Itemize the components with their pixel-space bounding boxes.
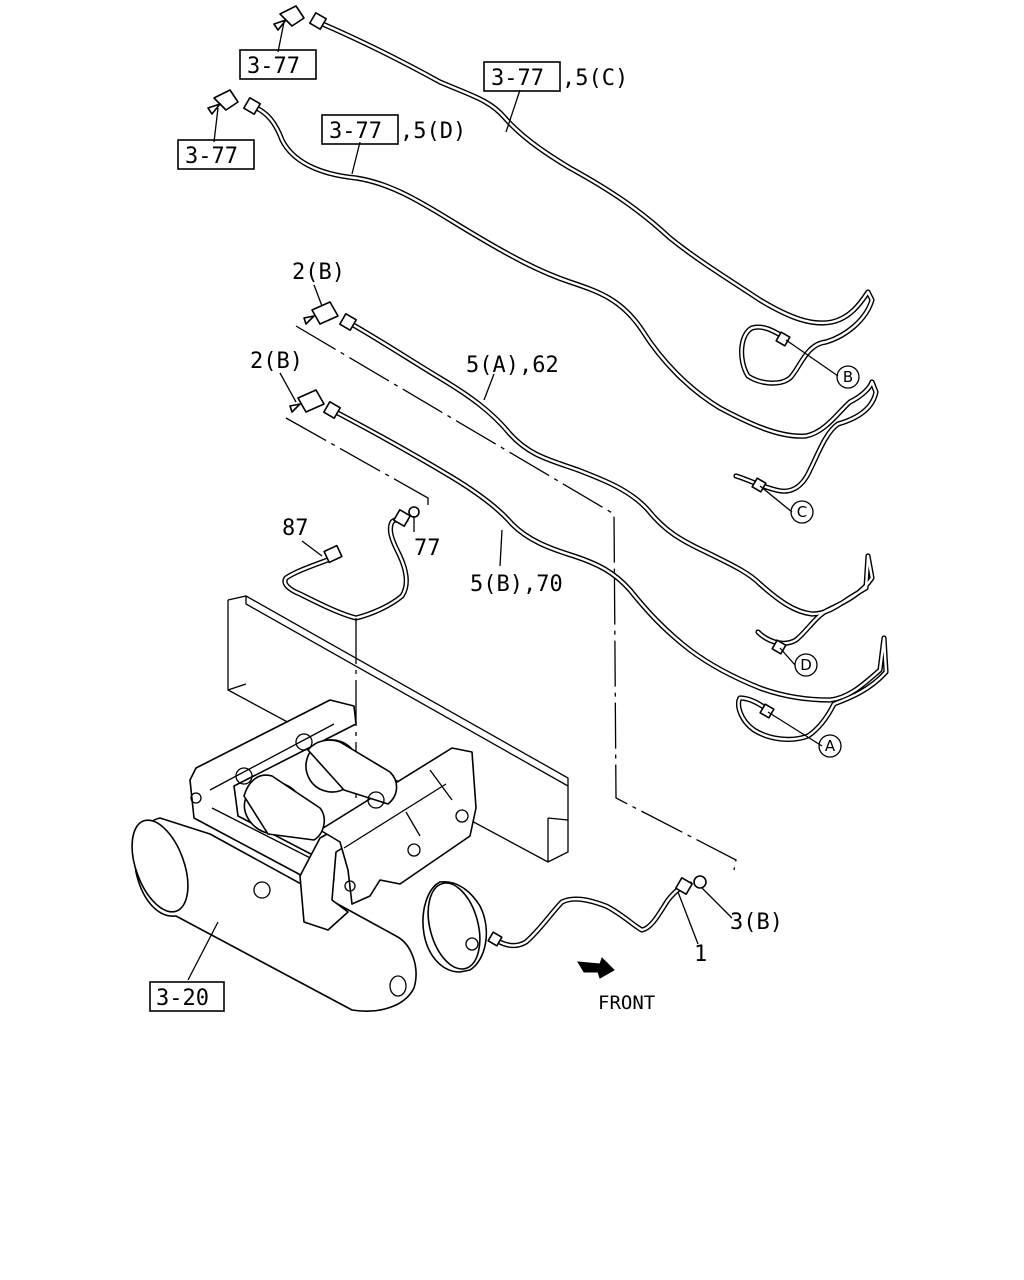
ref-3-77-c: 3-77 <box>491 66 544 91</box>
connector-a-letter: A <box>825 737 836 755</box>
fittings <box>207 5 791 947</box>
connector-c-letter: C <box>797 503 807 521</box>
label-2b-lower: 2(B) <box>250 349 303 374</box>
label-1: 1 <box>694 942 707 967</box>
nut-77-icon <box>393 506 420 527</box>
connector-b: B <box>836 365 860 389</box>
label-77: 77 <box>414 536 441 561</box>
fitting-87-icon <box>323 544 343 564</box>
ref-3-20: 3-20 <box>156 986 209 1011</box>
ref-box-3-77-a <box>239 49 317 80</box>
connector-d-letter: D <box>800 656 812 674</box>
ref-3-77-d: 3-77 <box>329 119 382 144</box>
ref-3-77-b: 3-77 <box>185 144 238 169</box>
label-87: 87 <box>282 516 309 541</box>
front-arrow-icon <box>577 957 615 979</box>
fitting-2b-upper-icon <box>303 301 357 331</box>
connector-b-letter: B <box>843 368 853 386</box>
suffix-5c: ,5(C) <box>562 66 628 91</box>
connector-c: C <box>790 500 814 524</box>
ref-box-3-77-c <box>483 61 561 92</box>
label-2b-upper: 2(B) <box>292 260 345 285</box>
fitting-3-77-second-icon <box>207 89 261 115</box>
fitting-2b-lower-icon <box>289 389 341 419</box>
ref-box-3-77-b <box>177 139 255 170</box>
suffix-5d: ,5(D) <box>400 119 466 144</box>
ref-box-3-77-d <box>321 114 399 145</box>
pipe-5d <box>249 103 879 494</box>
pipe-5c <box>315 19 875 386</box>
front-label: FRONT <box>598 992 655 1014</box>
pipe-87 <box>282 516 409 621</box>
connector-d: D <box>794 653 818 677</box>
pipe-5a <box>345 319 875 646</box>
label-5b-70: 5(B),70 <box>470 572 563 597</box>
front-indicator: FRONT <box>577 957 655 1014</box>
label-5a-62: 5(A),62 <box>466 353 559 378</box>
pipe-5b <box>329 407 889 742</box>
ref-3-77-a: 3-77 <box>247 54 300 79</box>
label-3b: 3(B) <box>730 910 783 935</box>
leader-lines <box>187 21 839 981</box>
pipe-1 <box>493 881 693 949</box>
ref-box-3-20 <box>149 981 225 1012</box>
connector-a: A <box>818 734 842 758</box>
air-tank-assembly <box>131 699 488 1012</box>
fitting-3-77-top-icon <box>273 5 327 31</box>
frame-rail <box>227 595 569 863</box>
nut-3b-icon <box>675 875 707 895</box>
end-1-icon <box>487 931 503 947</box>
